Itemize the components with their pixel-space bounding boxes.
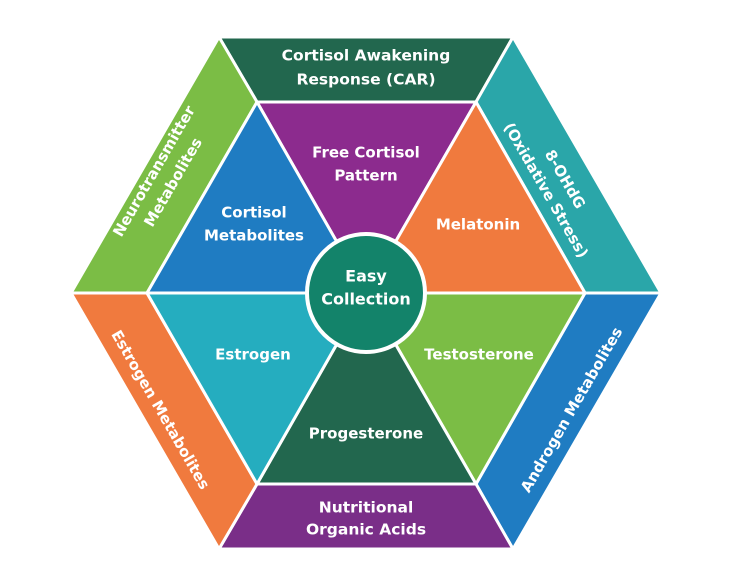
band-bottom-label-1: Nutritional: [319, 499, 414, 517]
triangle-bottom-left-label: Estrogen: [215, 346, 291, 364]
center-label-2: Collection: [321, 290, 411, 309]
triangle-top-left-label-1: Cortisol: [221, 204, 286, 222]
center-label-1: Easy: [345, 267, 387, 286]
triangle-top-label-2: Pattern: [334, 167, 397, 185]
triangle-top-left-label-2: Metabolites: [204, 227, 304, 245]
band-top-label-1: Cortisol Awakening: [282, 47, 451, 65]
triangle-top-right-label: Melatonin: [436, 216, 520, 234]
center-circle: [305, 232, 427, 354]
band-bottom-label-2: Organic Acids: [306, 521, 426, 539]
triangle-bottom-right-label: Testosterone: [424, 346, 534, 364]
triangle-bottom-label: Progesterone: [309, 425, 423, 443]
band-bottom: [217, 482, 515, 551]
band-top-label-2: Response (CAR): [296, 71, 435, 89]
triangle-top-label-1: Free Cortisol: [312, 144, 420, 162]
triangle-top-left: [145, 100, 368, 295]
